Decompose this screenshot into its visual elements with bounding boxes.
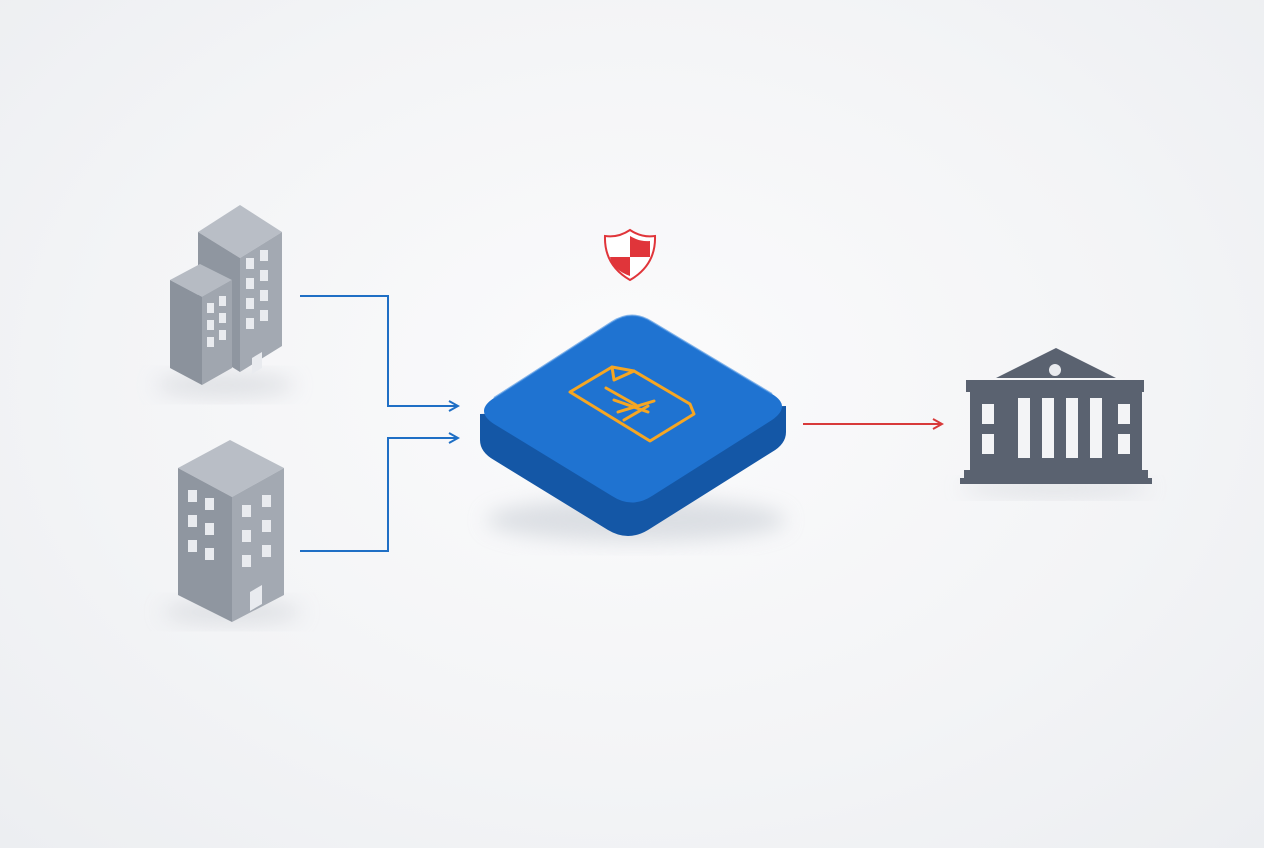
bank-icon	[960, 348, 1152, 496]
inbound-connector	[300, 438, 458, 552]
office-building-icon	[155, 205, 295, 397]
office-building-icon	[162, 440, 302, 624]
document-icon	[568, 365, 696, 443]
central-platform	[480, 314, 786, 542]
inbound-connector	[300, 295, 458, 406]
shield-icon	[603, 228, 657, 282]
